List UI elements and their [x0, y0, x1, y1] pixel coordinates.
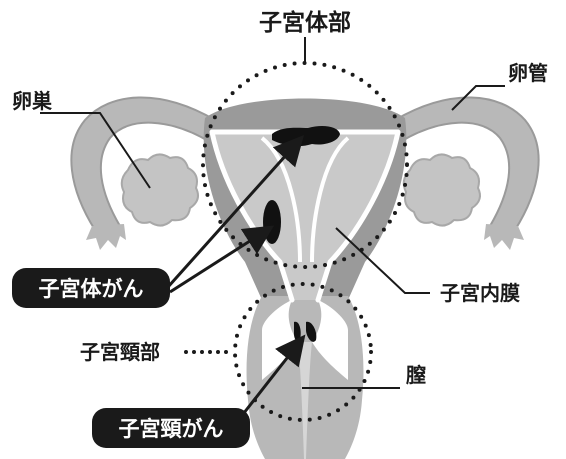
label-endometrium: 子宮内膜 [440, 281, 520, 305]
ovary-right [404, 154, 480, 225]
fimbriae-left [86, 224, 126, 250]
fimbriae-right [484, 224, 524, 250]
label-fallopian-tube: 卵管 [508, 61, 548, 85]
callout-cervical-cancer: 子宮頸がん [119, 417, 224, 441]
endometrial-tumor-side [263, 200, 281, 244]
label-vagina: 膣 [406, 363, 426, 387]
label-uterine-body: 子宮体部 [259, 9, 351, 36]
ovary-left [122, 154, 198, 225]
callout-endometrial-cancer: 子宮体がん [39, 277, 144, 301]
label-cervix: 子宮頸部 [80, 340, 160, 364]
label-ovary: 卵巣 [12, 89, 53, 113]
